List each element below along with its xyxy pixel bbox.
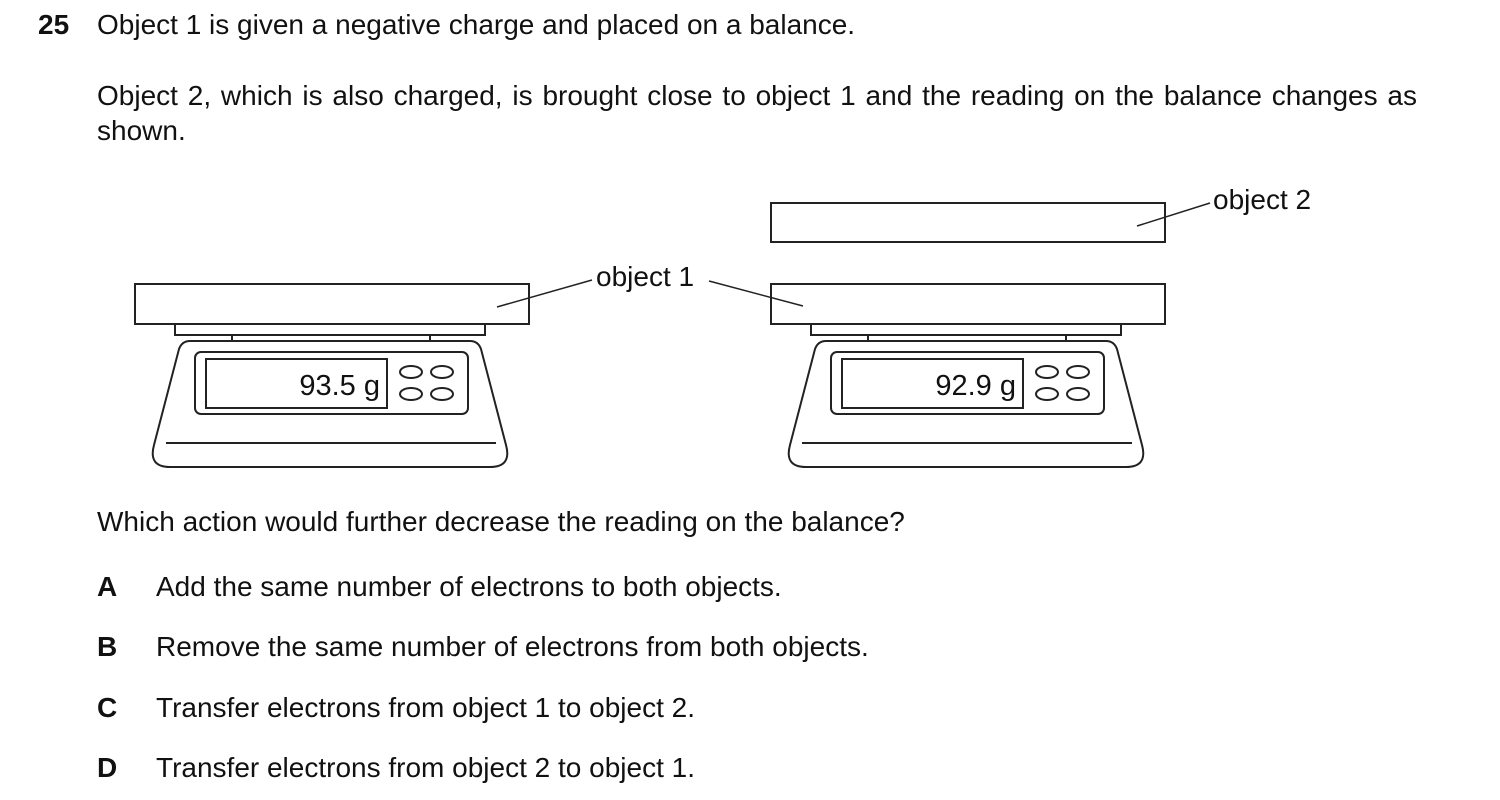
right-balance-body: [787, 340, 1145, 468]
right-button-icon: [1035, 365, 1059, 379]
question-intro: Object 1 is given a negative charge and …: [97, 9, 856, 40]
left-button-icon: [399, 365, 423, 379]
option-c[interactable]: C Transfer electrons from object 1 to obj…: [97, 691, 695, 725]
option-d[interactable]: D Transfer electrons from object 2 to obj…: [97, 751, 695, 785]
object-2-slab: [770, 202, 1166, 243]
left-balance-pan: [174, 323, 486, 336]
left-button-icon: [399, 387, 423, 401]
right-reading: 92.9 g: [935, 370, 1016, 402]
object-1-leader-left: [496, 279, 593, 308]
option-text: Remove the same number of electrons from…: [156, 631, 869, 662]
left-object-1-slab: [134, 283, 530, 325]
option-b[interactable]: B Remove the same number of electrons fro…: [97, 630, 869, 664]
option-text: Transfer electrons from object 1 to obje…: [156, 692, 695, 723]
object-2-label: object 2: [1213, 184, 1311, 215]
option-letter: C: [97, 692, 118, 723]
left-balance-body: [151, 340, 509, 468]
right-balance-pan: [810, 323, 1122, 336]
option-letter: A: [97, 571, 118, 602]
question-prompt: Which action would further decrease the …: [97, 506, 905, 537]
right-balance: [770, 202, 1166, 468]
object-1-leader-right: [708, 280, 804, 307]
option-a[interactable]: A Add the same number of electrons to bot…: [97, 570, 782, 604]
object-1-label: object 1: [596, 261, 694, 292]
right-button-icon: [1066, 365, 1090, 379]
left-button-icon: [430, 365, 454, 379]
option-text: Add the same number of electrons to both…: [156, 571, 782, 602]
object-2-leader: [1136, 202, 1211, 227]
right-button-icon: [1035, 387, 1059, 401]
option-text: Transfer electrons from object 2 to obje…: [156, 752, 695, 783]
option-letter: B: [97, 631, 118, 662]
right-display-screen: [841, 358, 1024, 409]
right-object-1-slab: [770, 283, 1166, 325]
right-button-icon: [1066, 387, 1090, 401]
left-button-icon: [430, 387, 454, 401]
question-description: Object 2, which is also charged, is brou…: [97, 80, 1417, 146]
left-reading: 93.5 g: [299, 370, 380, 402]
question-number: 25: [38, 9, 70, 40]
left-display-screen: [205, 358, 388, 409]
leader-lines: [496, 202, 1211, 308]
option-letter: D: [97, 752, 118, 783]
left-balance: [134, 283, 530, 468]
